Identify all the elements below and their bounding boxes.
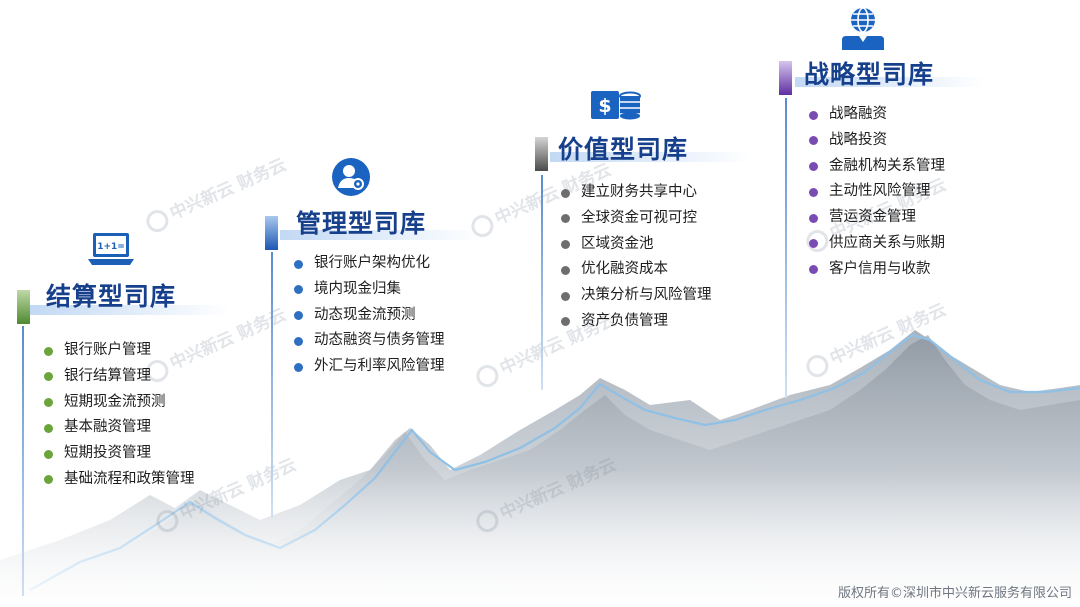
bullet-dot (809, 187, 818, 197)
list-item: 战略投资 (809, 128, 945, 154)
list-item: 决策分析与风险管理 (561, 283, 712, 309)
manager-user-icon (332, 158, 370, 196)
stage-title-glow (795, 77, 985, 87)
stage-title: 战略型司库 (804, 60, 935, 89)
stage-title-bar (17, 290, 30, 324)
bullet-dot (44, 475, 53, 485)
bullet-dot (809, 136, 818, 146)
list-item: 短期投资管理 (44, 441, 195, 467)
bullet-dot (44, 423, 53, 433)
bullet-dot (294, 285, 303, 295)
bullet-dot (44, 398, 53, 408)
stage-item-list: 战略融资 战略投资 金融机构关系管理 主动性风险管理 营运资金管理 供应商关系与… (809, 102, 945, 283)
list-item: 基本融资管理 (44, 415, 195, 441)
bullet-dot (294, 336, 303, 346)
stage-item-list: 银行账户管理 银行结算管理 短期现金流预测 基本融资管理 短期投资管理 基础流程… (44, 338, 195, 493)
list-item: 资产负债管理 (561, 309, 712, 335)
list-item: 营运资金管理 (809, 205, 945, 231)
bullet-dot (809, 162, 818, 172)
list-item: 客户信用与收款 (809, 257, 945, 283)
stage-connector-line (271, 252, 273, 517)
list-item: 区域资金池 (561, 232, 712, 258)
list-item: 短期现金流预测 (44, 390, 195, 416)
list-item: 金融机构关系管理 (809, 154, 945, 180)
bullet-dot (809, 265, 818, 275)
list-item: 银行账户管理 (44, 338, 195, 364)
stage-connector-line (22, 326, 24, 596)
bullet-dot (561, 265, 570, 275)
bullet-dot (294, 259, 303, 269)
stage-title: 价值型司库 (558, 135, 689, 164)
stage-item-list: 银行账户架构优化 境内现金归集 动态现金流预测 动态融资与债务管理 外汇与利率风… (294, 251, 445, 380)
list-item: 建立财务共享中心 (561, 180, 712, 206)
bullet-dot (809, 213, 818, 223)
list-item: 优化融资成本 (561, 257, 712, 283)
svg-text:1+1=: 1+1= (97, 242, 125, 252)
bullet-dot (809, 110, 818, 120)
stage-title-glow (30, 305, 230, 315)
stage-title: 结算型司库 (46, 282, 177, 311)
copyright-footer: 版权所有©深圳市中兴新云服务有限公司 (837, 586, 1072, 601)
bullet-dot (561, 240, 570, 250)
bullet-dot (44, 449, 53, 459)
bullet-dot (44, 346, 53, 356)
list-item: 银行结算管理 (44, 364, 195, 390)
bullet-dot (294, 362, 303, 372)
list-item: 动态现金流预测 (294, 303, 445, 329)
bullet-dot (809, 239, 818, 249)
calculator-laptop-icon: 1+1= (88, 233, 134, 265)
bullet-dot (44, 372, 53, 382)
money-coins-icon: $ (591, 91, 641, 120)
list-item: 全球资金可视可控 (561, 206, 712, 232)
stage-title: 管理型司库 (296, 209, 427, 238)
bullet-dot (561, 291, 570, 301)
list-item: 动态融资与债务管理 (294, 328, 445, 354)
stage-connector-line (785, 98, 787, 398)
list-item: 银行账户架构优化 (294, 251, 445, 277)
stage-title-bar (265, 216, 278, 250)
list-item: 战略融资 (809, 102, 945, 128)
stage-title-bar (779, 61, 792, 95)
bullet-dot (561, 317, 570, 327)
globe-strategy-icon (842, 7, 884, 50)
list-item: 基础流程和政策管理 (44, 467, 195, 493)
stage-connector-line (541, 175, 543, 390)
bullet-dot (561, 214, 570, 224)
stage-item-list: 建立财务共享中心 全球资金可视可控 区域资金池 优化融资成本 决策分析与风险管理… (561, 180, 712, 335)
bullet-dot (294, 311, 303, 321)
list-item: 境内现金归集 (294, 277, 445, 303)
stage-title-glow (280, 230, 480, 240)
svg-text:$: $ (598, 95, 611, 117)
list-item: 外汇与利率风险管理 (294, 354, 445, 380)
stage-title-bar (535, 137, 548, 171)
bullet-dot (561, 188, 570, 198)
list-item: 主动性风险管理 (809, 179, 945, 205)
stage-title-glow (550, 152, 750, 162)
list-item: 供应商关系与账期 (809, 231, 945, 257)
